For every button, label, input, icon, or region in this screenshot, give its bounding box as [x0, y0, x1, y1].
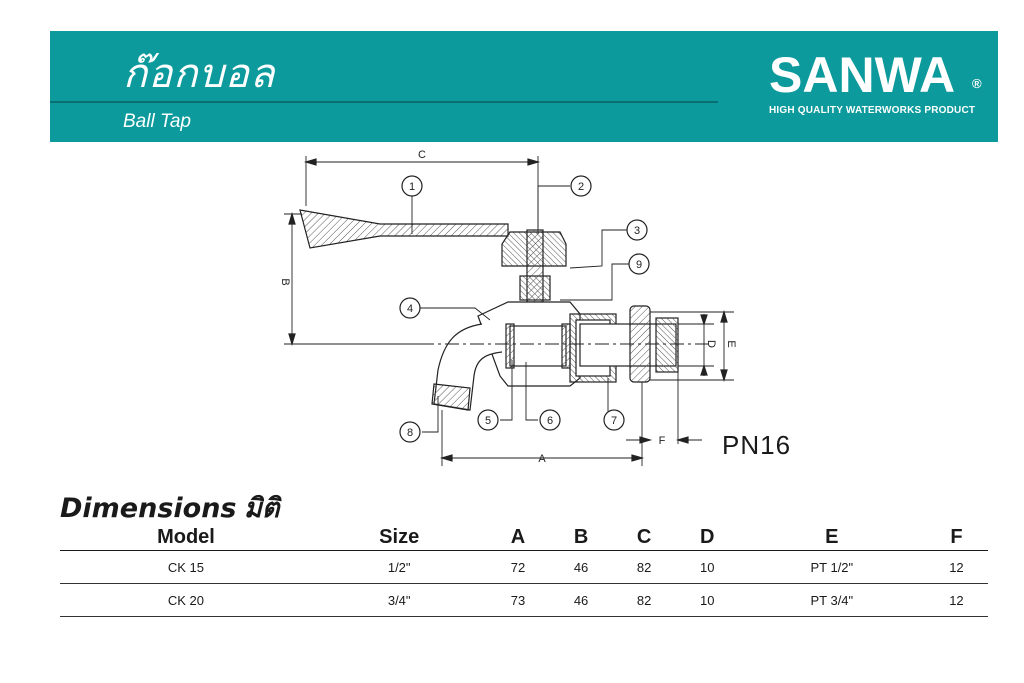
callout-circle [399, 421, 421, 443]
brand-name: SANWA [769, 47, 956, 103]
table-cell: 1/2" [311, 550, 487, 584]
col-header-f: F [924, 524, 988, 551]
table-cell: 82 [612, 583, 676, 617]
ball-tap-technical-drawing: C B D E A F 1 2 3 9 4 5 6 7 8 [279, 149, 737, 466]
callout-circle [401, 175, 423, 197]
table-cell: CK 20 [60, 583, 312, 617]
table-row: CK 20 3/4" 73 46 82 10 PT 3/4" 12 [60, 583, 988, 617]
dimensions-heading-th: มิติ [244, 493, 280, 524]
table-cell: CK 15 [60, 550, 312, 584]
lever-handle [299, 209, 509, 249]
callout-circle [477, 409, 499, 431]
valve-ball [509, 325, 567, 367]
product-title-thai: ก๊อกบอล [123, 51, 276, 97]
table-cell: 12 [924, 550, 988, 584]
callout-label: 4 [407, 303, 413, 315]
callout-label: 3 [634, 225, 640, 237]
dimensions-table: Model Size A B C D E F CK 15 1/2" 72 46 … [60, 524, 988, 617]
col-header-d: D [675, 524, 739, 551]
callout-label: 9 [636, 259, 642, 271]
col-header-c: C [612, 524, 676, 551]
callout-label: 2 [578, 181, 584, 193]
header-banner: ก๊อกบอล Ball Tap SANWA ® HIGH QUALITY WA… [50, 31, 998, 142]
pressure-rating: PN16 [722, 430, 792, 460]
callout-circle [399, 297, 421, 319]
col-header-a: A [486, 524, 550, 551]
dim-label-d: D [705, 340, 717, 348]
table-cell: 72 [486, 550, 550, 584]
table-cell: PT 1/2" [738, 550, 925, 584]
table-cell: 3/4" [311, 583, 487, 617]
brand-logo: SANWA ® HIGH QUALITY WATERWORKS PRODUCT [769, 47, 985, 117]
table-cell: 46 [549, 550, 613, 584]
table-cell: 73 [486, 583, 550, 617]
callout-circle [603, 409, 625, 431]
col-header-model: Model [60, 524, 312, 551]
table-row: CK 15 1/2" 72 46 82 10 PT 1/2" 12 [60, 550, 988, 584]
callout-label: 6 [547, 415, 553, 427]
dim-label-f: F [659, 435, 666, 447]
callout-label: 1 [409, 181, 415, 193]
callout-circle [626, 219, 648, 241]
table-cell: 10 [675, 583, 739, 617]
col-header-size: Size [311, 524, 487, 551]
table-cell: 10 [675, 550, 739, 584]
dim-label-e: E [725, 340, 737, 347]
dim-label-a: A [538, 453, 546, 465]
table-cell: 46 [549, 583, 613, 617]
dimensions-heading: Dimensions มิติ [60, 486, 279, 529]
brand-tagline: HIGH QUALITY WATERWORKS PRODUCT [769, 105, 976, 116]
col-header-b: B [549, 524, 613, 551]
dim-label-c: C [418, 149, 426, 161]
dim-label-b: B [279, 278, 291, 285]
registered-mark: ® [972, 76, 982, 91]
header-rule [50, 101, 718, 103]
col-header-e: E [738, 524, 925, 551]
callout-label: 5 [485, 415, 491, 427]
callout-label: 7 [611, 415, 617, 427]
table-header-row: Model Size A B C D E F [60, 524, 988, 551]
callout-circle [539, 409, 561, 431]
callout-circle [570, 175, 592, 197]
callout-label: 8 [407, 427, 413, 439]
callout-circle [628, 253, 650, 275]
product-title-english: Ball Tap [123, 111, 191, 132]
table-cell: 82 [612, 550, 676, 584]
table-cell: PT 3/4" [738, 583, 925, 617]
table-cell: 12 [924, 583, 988, 617]
dimensions-heading-en: Dimensions [60, 493, 237, 524]
